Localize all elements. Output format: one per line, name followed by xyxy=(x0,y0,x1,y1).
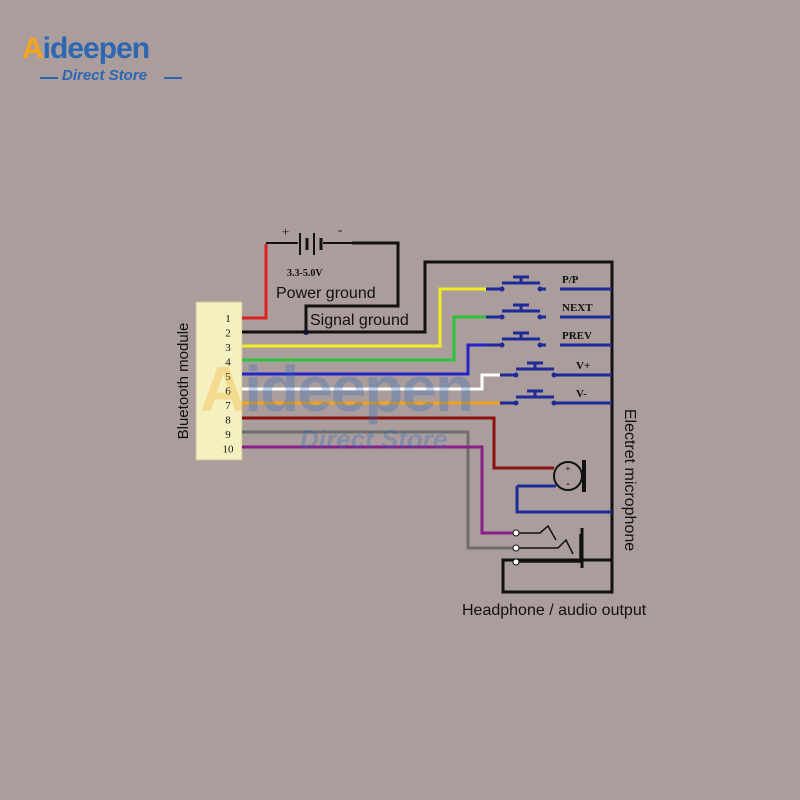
pin-label-7: 7 xyxy=(225,400,231,412)
wire-white-vplus xyxy=(242,373,500,391)
jack-pin-2 xyxy=(512,544,520,552)
jack-pin-3 xyxy=(512,558,520,566)
mic-plus-label: + xyxy=(565,464,571,475)
wire-blue-prev xyxy=(242,343,486,376)
pin-label-1: 1 xyxy=(225,313,231,325)
headphone-label: Headphone / audio output xyxy=(462,602,647,619)
switch-v: V- xyxy=(500,388,587,406)
button-switches: P/P NEXT PREV V+ V- xyxy=(486,274,593,406)
pin-label-10: 10 xyxy=(223,444,235,456)
pin-label-8: 8 xyxy=(225,415,231,427)
electret-microphone: + - xyxy=(515,460,612,514)
mic-minus-label: - xyxy=(566,476,570,490)
wire-green-next xyxy=(242,315,486,362)
battery-plus-label: + xyxy=(282,224,289,239)
wire-purple-headphone xyxy=(242,445,516,535)
brand-subtitle: Direct Store xyxy=(62,67,148,84)
battery-voltage-label: 3.3-5.0V xyxy=(287,268,323,279)
wire-darkred-mic xyxy=(242,416,520,470)
switch-label: PREV xyxy=(562,330,592,342)
brand-logo: Aideepen Direct Store xyxy=(18,30,208,90)
jack-contact-2 xyxy=(519,538,574,555)
signal-ground-label: Signal ground xyxy=(310,312,409,329)
switch-label: V+ xyxy=(576,360,590,372)
switch-label: NEXT xyxy=(562,302,593,314)
bluetooth-module-box xyxy=(195,301,243,461)
switch-v: V+ xyxy=(500,360,590,378)
switch-label: P/P xyxy=(562,274,579,286)
pin-label-3: 3 xyxy=(225,342,231,354)
button-return-wires xyxy=(560,287,612,405)
headphone-jack xyxy=(512,524,584,568)
wire-signal-ground xyxy=(242,260,614,594)
wire-red-power xyxy=(242,244,268,320)
switch-label: V- xyxy=(576,388,587,400)
pin-label-2: 2 xyxy=(225,328,231,340)
jack-contact-1 xyxy=(519,524,557,541)
mic-minus-lead xyxy=(515,486,612,514)
switch-p-p: P/P xyxy=(486,274,579,292)
brand-name: Aideepen xyxy=(22,32,150,65)
pin-label-5: 5 xyxy=(225,371,231,383)
wire-yellow-pp xyxy=(242,287,486,348)
bluetooth-module-label: Bluetooth module xyxy=(175,323,192,440)
power-ground-label: Power ground xyxy=(276,285,376,302)
electret-microphone-label: Electret microphone xyxy=(621,409,638,551)
jack-contact-3 xyxy=(519,534,581,563)
brand-underline-right xyxy=(164,77,182,79)
brand-underline-left xyxy=(40,77,58,79)
wire-gray-headphone xyxy=(242,430,516,550)
pin-label-9: 9 xyxy=(225,429,231,441)
pin-labels: 1 2 3 4 5 6 7 8 9 10 xyxy=(223,313,235,456)
switch-next: NEXT xyxy=(486,302,593,320)
battery: + - 3.3-5.0V xyxy=(266,222,352,279)
pin-label-4: 4 xyxy=(225,357,231,369)
battery-minus-label: - xyxy=(338,222,342,237)
pin-label-6: 6 xyxy=(225,386,231,398)
jack-pin-1 xyxy=(512,529,520,537)
switch-prev: PREV xyxy=(486,330,592,348)
wire-power-ground xyxy=(304,241,400,332)
